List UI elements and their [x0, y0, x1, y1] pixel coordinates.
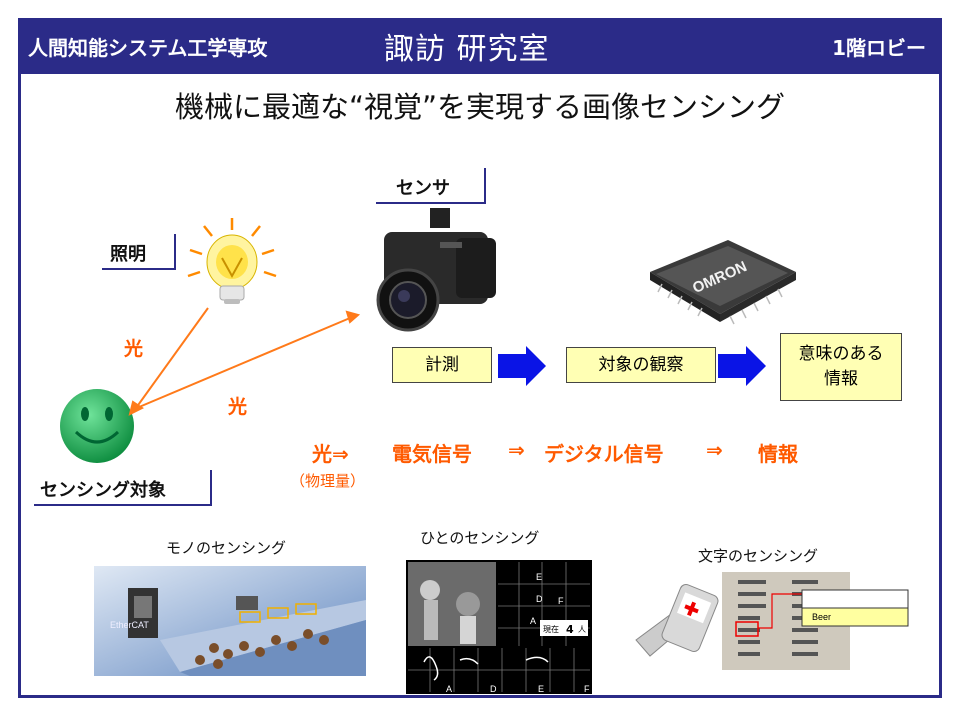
grid-letter: E: [536, 572, 542, 582]
grid-letter: D: [490, 684, 497, 694]
chain-light: 光⇒: [312, 442, 349, 466]
target-label: センシング対象: [40, 480, 166, 501]
people-sensing-image: [406, 560, 592, 694]
text-sensing-caption: 文字のセンシング: [698, 547, 819, 565]
people-count-suffix: 人: [578, 625, 586, 634]
department-name: 人間知能システム工学専攻: [28, 36, 268, 60]
people-count-value: 4: [566, 623, 574, 636]
grid-letter: A: [446, 684, 452, 694]
light-label-1: 光: [124, 338, 144, 360]
slide-header: 人間知能システム工学専攻 諏訪 研究室 1階ロビー: [18, 18, 942, 74]
light-label-2: 光: [228, 396, 248, 418]
people-count-prefix: 現在: [543, 624, 559, 634]
camera-icon: [376, 208, 496, 332]
chain-electric: 電気信号: [392, 442, 472, 466]
chain-arrow-1: ⇒: [508, 438, 525, 462]
factory-sensing-image: [94, 566, 366, 676]
text-sensing-image: [635, 572, 909, 670]
flow-step-measure: 計測: [392, 347, 492, 383]
chain-digital: デジタル信号: [544, 442, 664, 466]
ethercat-logo-text: EtherCAT: [110, 620, 149, 630]
illumination-label-box: [102, 234, 176, 270]
grid-letter: D: [536, 594, 543, 604]
flow-step-observe: 対象の観察: [566, 347, 716, 383]
omron-chip-icon: [650, 240, 796, 325]
flow-arrows: [498, 346, 766, 386]
main-title: 機械に最適な“視覚”を実現する画像センシング: [174, 90, 786, 124]
grid-letter: F: [584, 684, 590, 694]
chain-physical: （物理量）: [290, 472, 366, 490]
grid-letter: A: [530, 616, 536, 626]
beer-label: Beer: [812, 612, 831, 622]
sensor-label-box: [376, 168, 486, 204]
flow-step-information: 意味のある情報: [780, 333, 902, 401]
grid-letter: F: [558, 596, 564, 606]
people-sensing-caption: ひとのセンシング: [420, 529, 540, 547]
light-bulb-icon: [187, 218, 277, 304]
grid-letter: E: [538, 684, 544, 694]
things-sensing-caption: モノのセンシング: [166, 539, 287, 557]
illumination-label: 照明: [110, 244, 146, 265]
chain-arrow-2: ⇒: [706, 438, 723, 462]
target-label-box: [34, 470, 212, 506]
chain-info: 情報: [758, 442, 798, 466]
light-path-arrows: [128, 307, 361, 416]
smiley-icon: [60, 389, 134, 463]
sensor-label: センサ: [396, 178, 450, 199]
location-label: 1階ロビー: [832, 36, 926, 60]
lab-name: 諏訪 研究室: [384, 32, 550, 67]
